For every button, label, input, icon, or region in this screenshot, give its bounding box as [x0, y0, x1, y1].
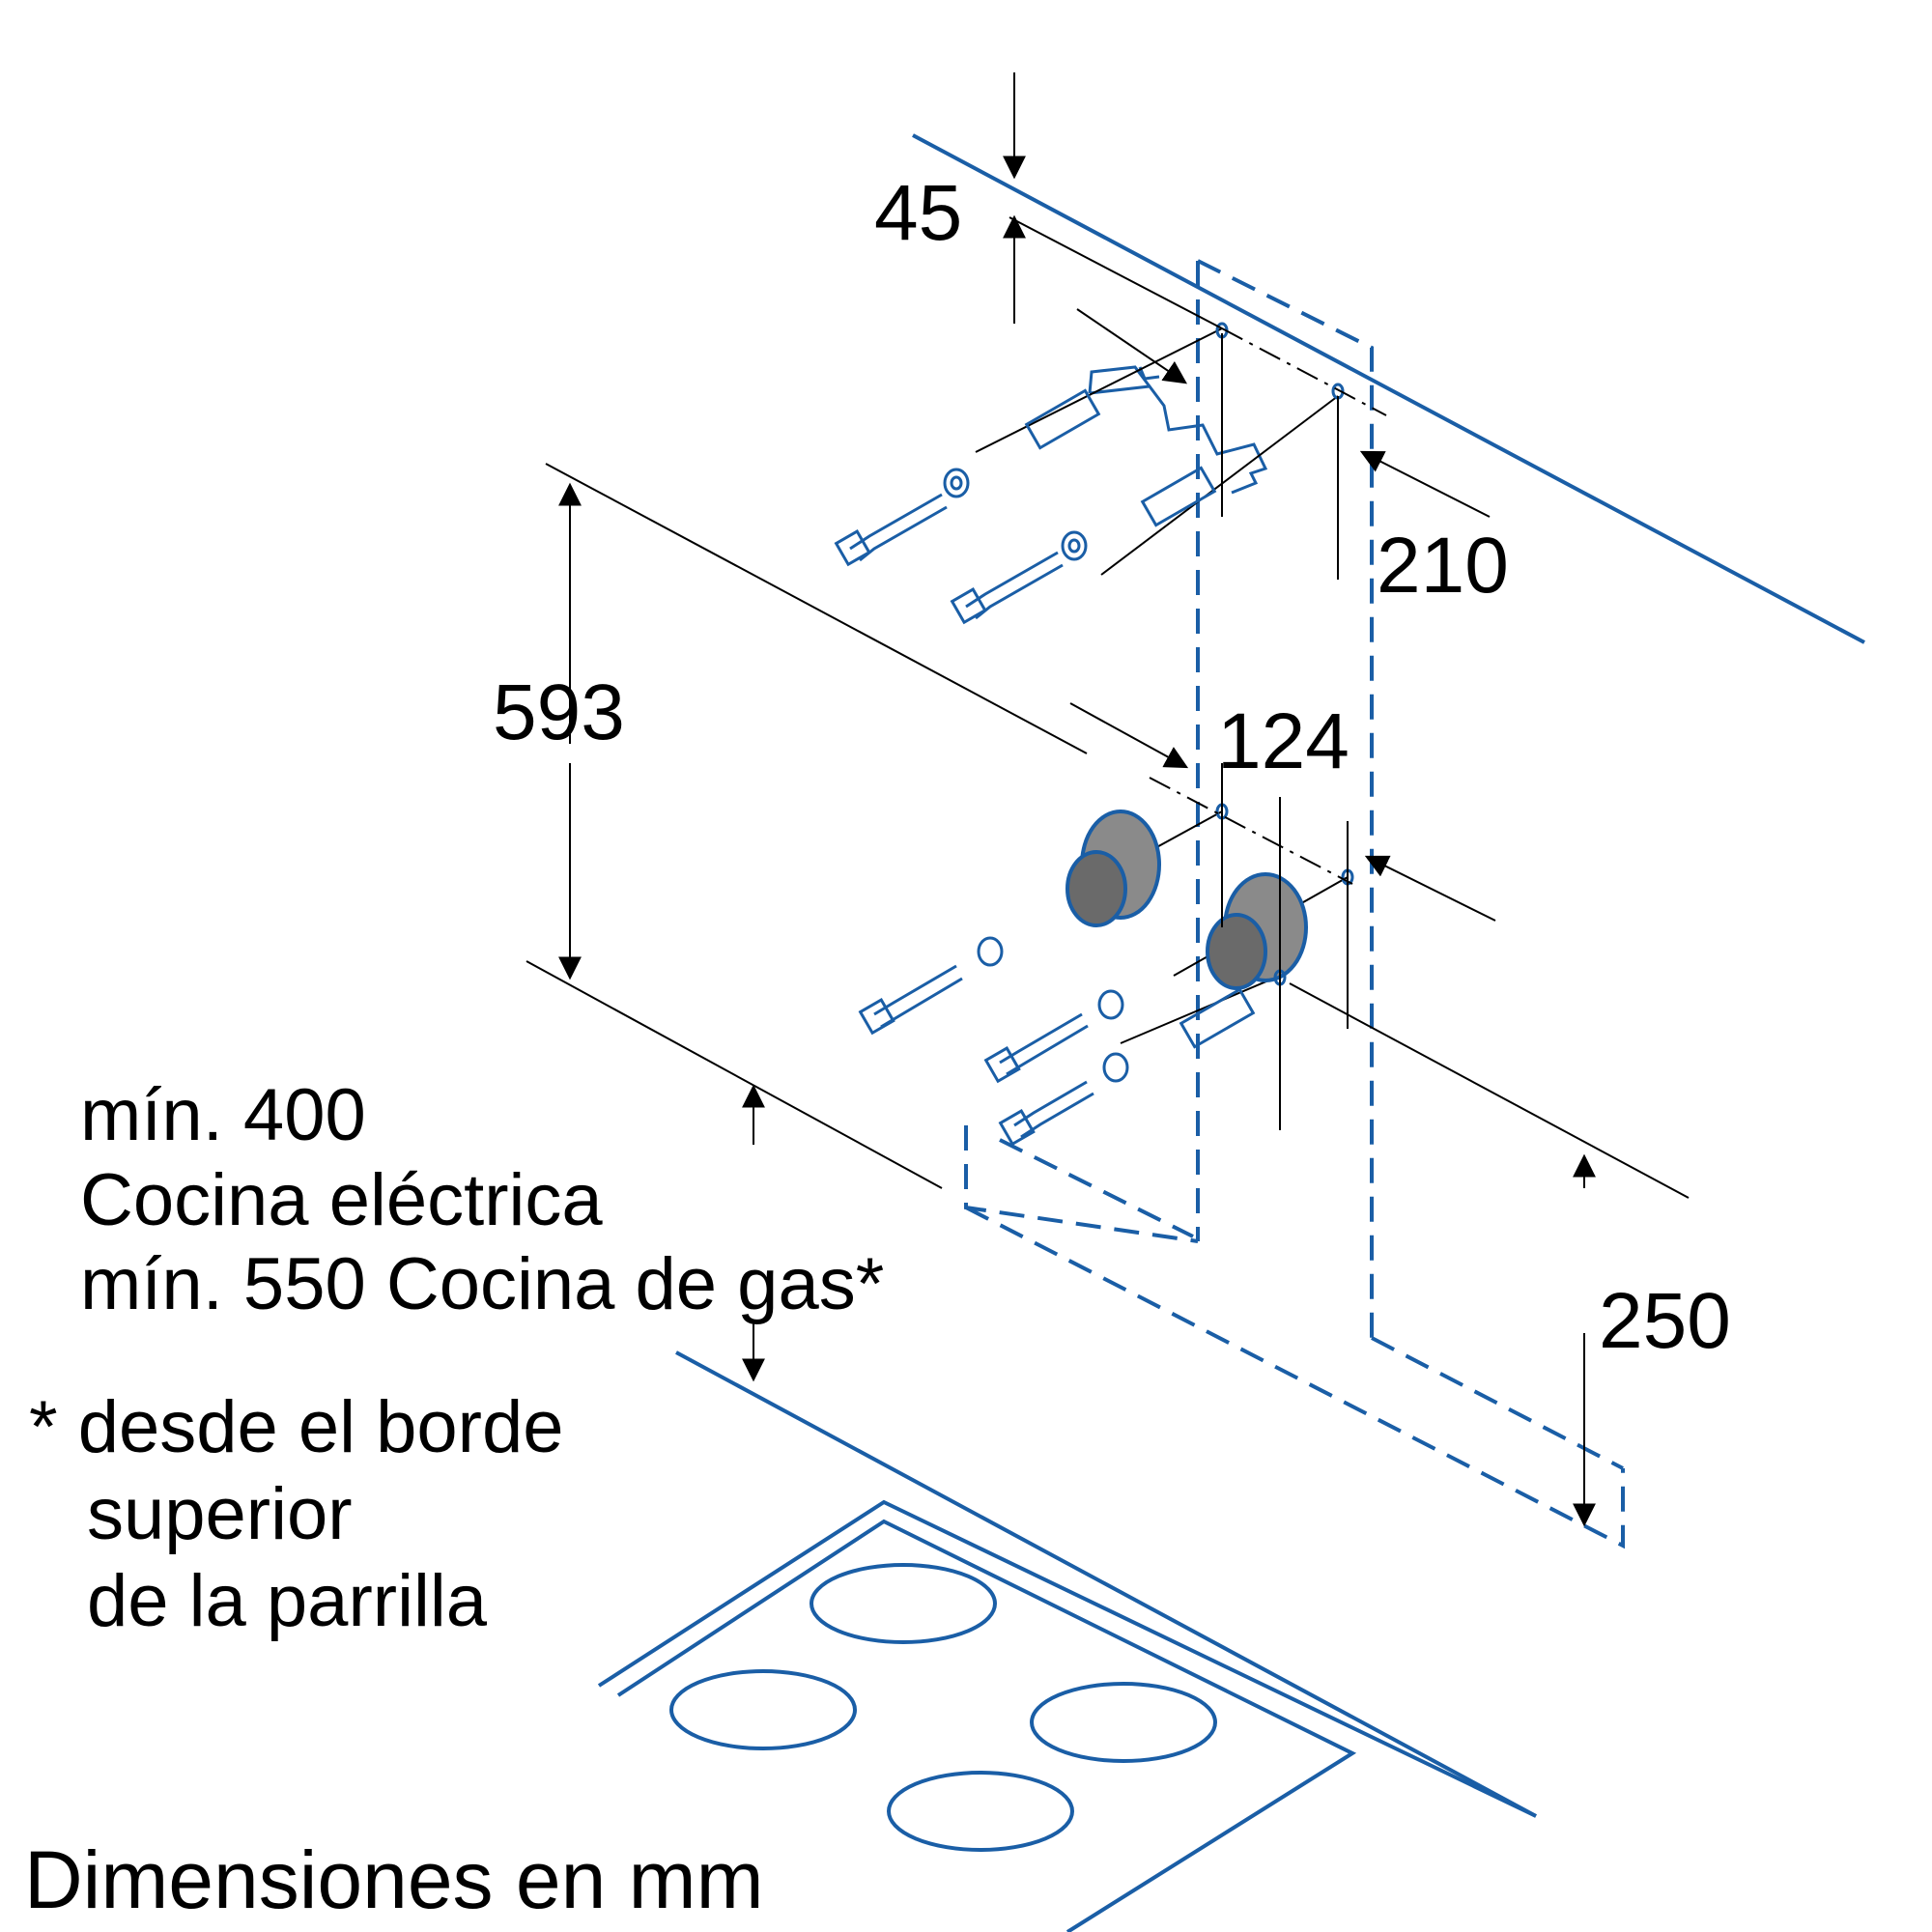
footnote-line-3: de la parrilla: [87, 1560, 488, 1642]
note-electric-cooker: Cocina eléctrica: [80, 1159, 603, 1241]
dim-45-label: 45: [874, 169, 962, 257]
dim-124-label: 124: [1217, 697, 1350, 785]
ceiling-line: [912, 133, 1865, 644]
note-min-400: mín. 400: [80, 1074, 366, 1156]
dim-250-label: 250: [1599, 1277, 1731, 1365]
footnote-line-1: * desde el borde: [29, 1386, 564, 1468]
cooktop: [597, 1350, 1537, 1932]
footnote-line-2: superior: [87, 1473, 353, 1555]
upper-fixings: [834, 322, 1345, 625]
chimney-outline: [964, 259, 1625, 1549]
units-caption: Dimensiones en mm: [24, 1834, 764, 1925]
dimension-lines: [526, 72, 1690, 1527]
lower-fixings: [858, 803, 1354, 1147]
dim-593-label: 593: [493, 668, 625, 756]
upper-bracket: [1088, 365, 1268, 495]
dim-210-label: 210: [1377, 522, 1509, 610]
note-min-550-gas: mín. 550 Cocina de gas*: [80, 1243, 884, 1325]
